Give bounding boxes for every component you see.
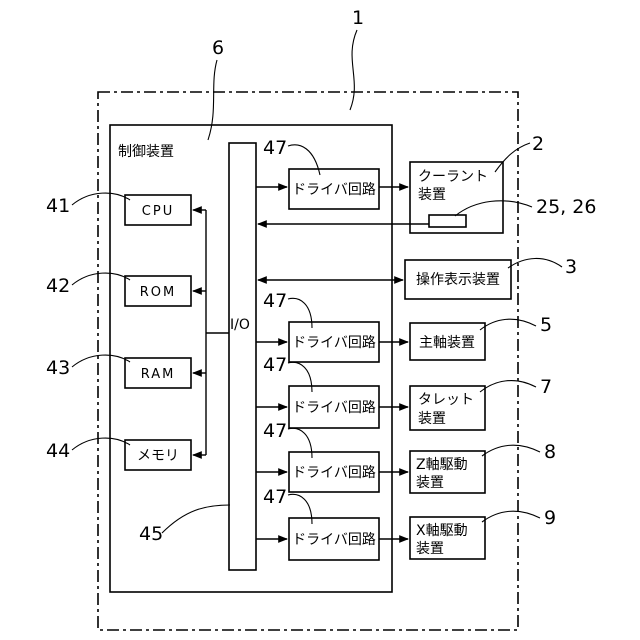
- ref-cpu: 41: [46, 195, 70, 217]
- memory-label: メモリ: [137, 448, 179, 464]
- driver-label-turret: ドライバ回路: [292, 400, 376, 416]
- ref-driver-coolant: 47: [263, 137, 287, 159]
- ref-ram: 43: [46, 357, 70, 379]
- panel-label: 操作表示装置: [416, 272, 500, 288]
- ref-driver-spindle: 47: [263, 290, 287, 312]
- io-label: I/O: [230, 317, 250, 333]
- ref-driver-z: 47: [263, 420, 287, 442]
- coolant-sensor: [429, 215, 466, 227]
- turret-label-2: 装置: [418, 411, 446, 427]
- x-axis-label-2: 装置: [416, 541, 444, 557]
- leader-machine: [350, 30, 357, 110]
- coolant-label-2: 装置: [418, 187, 446, 203]
- ref-io: 45: [139, 523, 163, 545]
- ref-driver-turret: 47: [263, 354, 287, 376]
- leader-spindle: [480, 319, 536, 330]
- driver-label-z: ドライバ回路: [292, 465, 376, 481]
- driver-label-spindle: ドライバ回路: [292, 335, 376, 351]
- ref-sensor: 25, 26: [536, 196, 596, 218]
- ref-rom: 42: [46, 275, 70, 297]
- leader-panel: [508, 258, 562, 268]
- driver-label-x: ドライバ回路: [292, 532, 376, 548]
- driver-label-coolant: ドライバ回路: [292, 182, 376, 198]
- z-axis-label-1: Z軸駆動: [416, 457, 468, 473]
- cpu-label: CPU: [142, 204, 174, 219]
- ref-controller: 6: [212, 37, 224, 59]
- io-block: [229, 143, 256, 570]
- ref-memory: 44: [46, 440, 70, 462]
- coolant-label-1: クーラント: [418, 169, 488, 185]
- leader-z-axis: [482, 445, 540, 456]
- x-axis-label-1: X軸駆動: [416, 523, 468, 539]
- ref-turret: 7: [540, 376, 552, 398]
- leader-x-axis: [482, 511, 540, 522]
- ref-z-axis: 8: [544, 441, 556, 463]
- ram-label: RAM: [141, 367, 176, 382]
- ref-spindle: 5: [540, 314, 552, 336]
- ref-driver-x: 47: [263, 486, 287, 508]
- z-axis-label-2: 装置: [416, 475, 444, 491]
- rom-label: ROM: [140, 285, 176, 300]
- ref-coolant: 2: [532, 133, 544, 155]
- leader-turret: [480, 381, 536, 392]
- ref-machine: 1: [352, 7, 364, 29]
- ref-panel: 3: [565, 256, 577, 278]
- spindle-label: 主軸装置: [419, 335, 475, 351]
- ref-x-axis: 9: [544, 507, 556, 529]
- turret-label-1: タレット: [418, 392, 474, 408]
- controller-label: 制御装置: [118, 144, 174, 160]
